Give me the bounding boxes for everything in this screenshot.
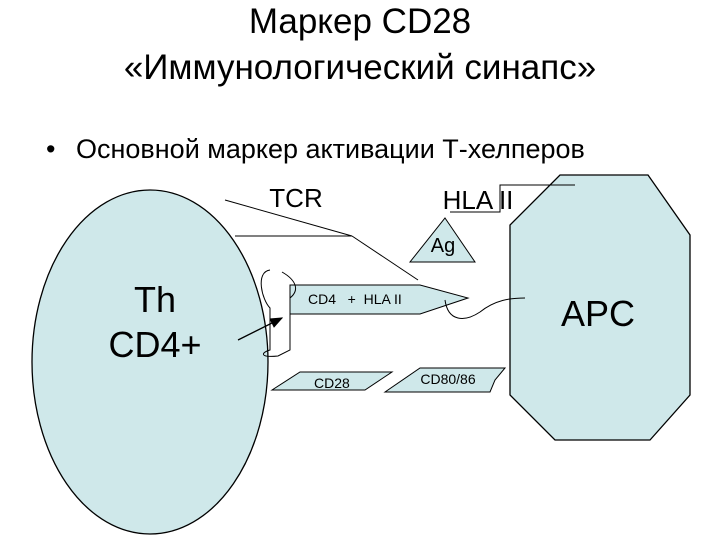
cd4-hla-label: CD4 + HLA II <box>308 291 402 307</box>
th-label-line2: CD4+ <box>108 324 201 365</box>
cd80-shape <box>383 367 507 393</box>
cd4-apc-connector <box>444 297 526 319</box>
th-bracket <box>260 269 297 357</box>
ag-triangle <box>408 217 476 263</box>
slide-title-line2: «Иммунологический синапс» <box>123 48 597 87</box>
bullet-item: • Основной маркер активации Т-хелперов <box>46 132 585 166</box>
cd28-label: CD28 <box>314 375 350 391</box>
cd28-shape <box>270 371 394 391</box>
th-cell <box>31 189 269 535</box>
tcr-label: TCR <box>269 183 322 213</box>
bullet-text: Основной маркер активации Т-хелперов <box>76 134 585 164</box>
tcr-line-upper <box>224 199 353 237</box>
th-label-line1: Th <box>134 279 176 320</box>
hla-connector <box>450 184 575 213</box>
apc-label: APC <box>561 293 635 334</box>
ag-label: Ag <box>431 235 455 257</box>
bullet-symbol: • <box>46 134 56 164</box>
hla-label: HLA II <box>443 185 514 215</box>
tcr-line-diagonal <box>351 235 419 281</box>
slide-title-line1: Маркер CD28 <box>248 2 472 41</box>
apc-cell <box>509 174 691 441</box>
cd80-label: CD80/86 <box>420 371 475 387</box>
pointer-arrow <box>237 317 284 341</box>
